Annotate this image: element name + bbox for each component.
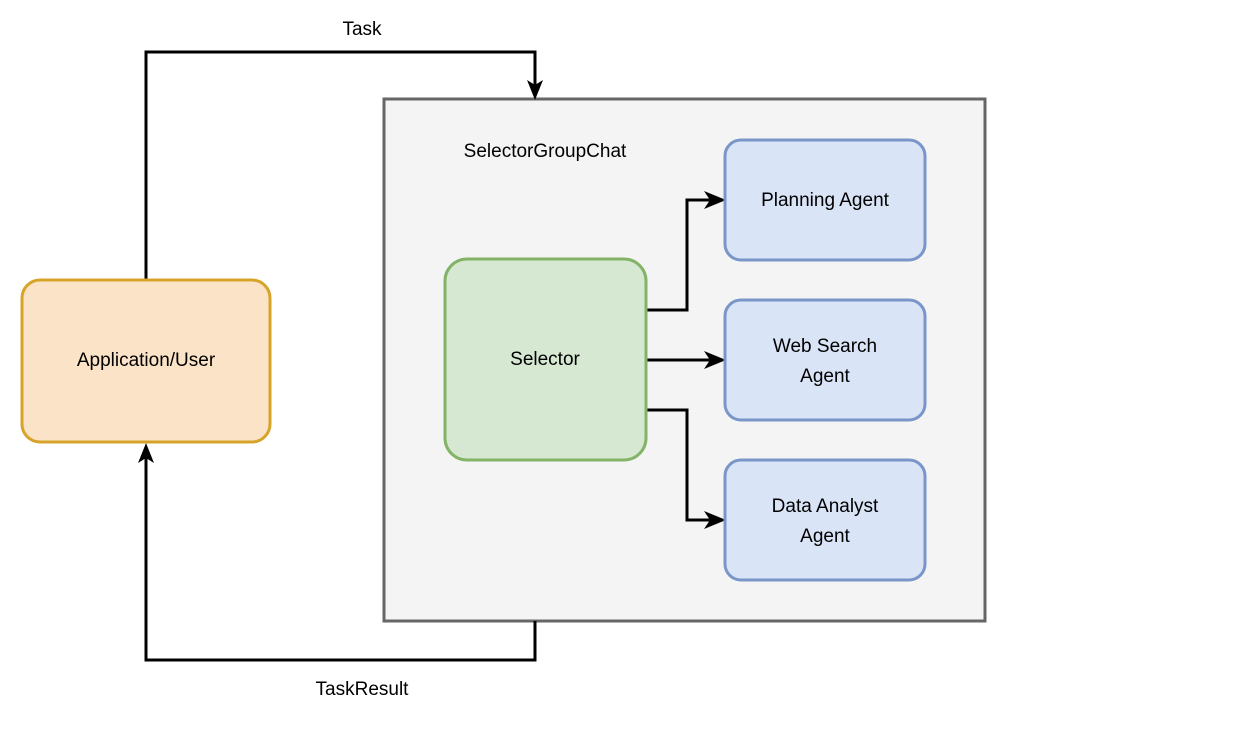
task-edge-label: Task (342, 19, 382, 40)
node-selector[interactable]: Selector (443, 257, 648, 462)
web-search-agent-label-line2: Agent (800, 366, 850, 387)
selector-to-data-analyst-edge-line (646, 408, 713, 522)
data-analyst-agent-label-line2: Agent (800, 526, 850, 547)
task-result-edge-arrowhead (138, 443, 154, 463)
data-analyst-agent-label-line1: Data Analyst (772, 496, 879, 517)
planning-agent-box[interactable] (723, 138, 927, 262)
task-result-edge-label: TaskResult (316, 679, 410, 700)
selector-to-web-search-arrowhead (704, 351, 726, 369)
selector-label: Selector (510, 349, 580, 370)
node-planning-agent[interactable]: Planning Agent (723, 138, 927, 262)
application-user-label: Application/User (77, 350, 216, 371)
selector-to-planning-arrowhead (704, 191, 726, 209)
selector-box[interactable] (443, 257, 648, 462)
task-edge-line (144, 50, 537, 281)
selector-to-data-analyst-arrowhead (704, 511, 726, 529)
data-analyst-agent-box[interactable] (723, 458, 927, 582)
task-edge-arrowhead (527, 80, 543, 100)
node-data-analyst-agent[interactable]: Data Analyst Agent (723, 458, 927, 582)
selector-to-planning-edge-line (646, 198, 713, 312)
node-web-search-agent[interactable]: Web Search Agent (723, 298, 927, 422)
selector-group-chat-label: SelectorGroupChat (464, 141, 627, 162)
node-application-user[interactable]: Application/User (20, 278, 272, 444)
planning-agent-label: Planning Agent (761, 190, 890, 211)
web-search-agent-box[interactable] (723, 298, 927, 422)
task-result-edge-line (144, 458, 537, 662)
application-user-box[interactable] (20, 278, 272, 444)
web-search-agent-label-line1: Web Search (773, 336, 877, 357)
